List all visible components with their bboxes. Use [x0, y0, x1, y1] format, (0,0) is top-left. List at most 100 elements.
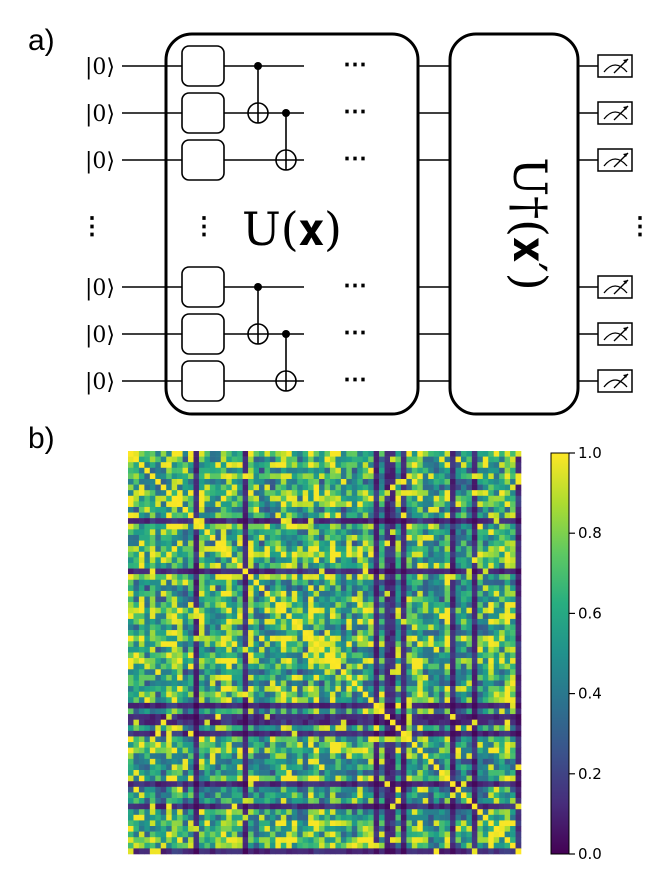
heatmap-cell	[242, 534, 249, 541]
heatmap-cell	[411, 702, 418, 709]
heatmap-cell	[128, 602, 134, 609]
heatmap-cell	[466, 618, 473, 625]
heatmap-cell	[220, 579, 227, 586]
heatmap-cell	[439, 551, 445, 558]
heatmap-cell	[171, 719, 178, 726]
heatmap-cell	[346, 490, 353, 497]
heatmap-cell	[188, 680, 194, 687]
heatmap-cell	[390, 467, 396, 474]
heatmap-cell	[417, 814, 424, 821]
meter-arc	[603, 379, 628, 388]
heatmap-cell	[428, 557, 434, 564]
heatmap-cell	[329, 781, 336, 788]
heatmap-cell	[133, 753, 140, 760]
heatmap-cell	[417, 686, 424, 692]
heatmap-cell	[439, 518, 445, 525]
heatmap-cell	[493, 506, 500, 513]
heatmap-cell	[499, 618, 505, 625]
measurement-icon	[597, 275, 633, 299]
heatmap-cell	[220, 529, 227, 536]
heatmap-cell	[253, 702, 260, 709]
heatmap-cell	[280, 478, 287, 485]
heatmap-cell	[209, 775, 216, 782]
heatmap-cell	[215, 826, 222, 832]
heatmap-cell	[477, 467, 484, 474]
heatmap-cell	[237, 691, 243, 698]
heatmap-cell	[504, 753, 511, 760]
heatmap-cell	[400, 613, 407, 620]
heatmap-cell	[144, 809, 151, 816]
heatmap-cell	[499, 596, 505, 603]
heatmap-cell	[144, 831, 151, 838]
heatmap-cell	[499, 473, 505, 480]
heatmap-cell	[308, 518, 314, 525]
heatmap-cell	[286, 814, 293, 821]
heatmap-cell	[384, 596, 391, 603]
heatmap-cell	[319, 770, 325, 776]
heatmap-cell	[319, 809, 325, 816]
heatmap-cell	[422, 652, 429, 659]
heatmap-cell	[482, 742, 489, 748]
heatmap-cell	[357, 680, 364, 687]
heatmap-cell	[313, 792, 320, 799]
heatmap-cell	[128, 506, 134, 513]
heatmap-cell	[291, 484, 298, 491]
heatmap-cell	[488, 590, 495, 597]
heatmap-cell	[357, 585, 364, 592]
heatmap-cell	[291, 820, 298, 827]
heatmap-cell	[286, 730, 293, 737]
heatmap-cell	[280, 758, 287, 765]
heatmap-cell	[493, 630, 500, 637]
heatmap-cell	[406, 534, 413, 541]
heatmap-cell	[275, 529, 282, 536]
heatmap-cell	[259, 484, 265, 491]
heatmap-cell	[313, 814, 320, 821]
heatmap-cell	[428, 590, 434, 597]
heatmap-cell	[226, 490, 233, 497]
heatmap-cell	[439, 490, 445, 497]
heatmap-cell	[286, 568, 293, 575]
heatmap-cell	[291, 770, 298, 776]
heatmap-cell	[439, 820, 445, 827]
heatmap-cell	[340, 484, 347, 491]
heatmap-cell	[450, 826, 456, 832]
heatmap-cell	[193, 641, 200, 648]
heatmap-cell	[313, 523, 320, 530]
heatmap-cell	[428, 540, 434, 547]
heatmap-cell	[253, 546, 260, 553]
heatmap-cell	[193, 658, 200, 664]
heatmap-cell	[417, 736, 424, 743]
heatmap-cell	[411, 590, 418, 597]
heatmap-cell	[488, 613, 495, 620]
heatmap-cell	[188, 484, 194, 491]
heatmap-cell	[133, 702, 140, 709]
heatmap-cell	[133, 708, 140, 715]
heatmap-cell	[466, 697, 473, 704]
heatmap-cell	[411, 602, 418, 609]
heatmap-cell	[133, 557, 140, 564]
heatmap-cell	[226, 590, 233, 597]
heatmap-cell	[395, 686, 402, 692]
heatmap-cell	[488, 742, 495, 748]
heatmap-cell	[444, 686, 451, 692]
heatmap-cell	[128, 652, 134, 659]
heatmap-cell	[444, 557, 451, 564]
heatmap-cell	[133, 451, 140, 457]
heatmap-cell	[133, 686, 140, 692]
heatmap-cell	[286, 764, 293, 771]
heatmap-cell	[324, 490, 331, 497]
heatmap-cell	[144, 708, 151, 715]
heatmap-cell	[128, 607, 134, 614]
heatmap-cell	[166, 764, 172, 771]
heatmap-cell	[395, 630, 402, 637]
heatmap-cell	[340, 719, 347, 726]
heatmap-cell	[422, 602, 429, 609]
heatmap-cell	[384, 562, 391, 569]
heatmap-cell	[237, 652, 243, 659]
heatmap-cell	[357, 473, 364, 480]
heatmap-cell	[390, 512, 396, 519]
heatmap-cell	[351, 792, 358, 799]
heatmap-cell	[450, 534, 456, 541]
heatmap-cell	[160, 630, 167, 637]
heatmap-cell	[395, 579, 402, 586]
